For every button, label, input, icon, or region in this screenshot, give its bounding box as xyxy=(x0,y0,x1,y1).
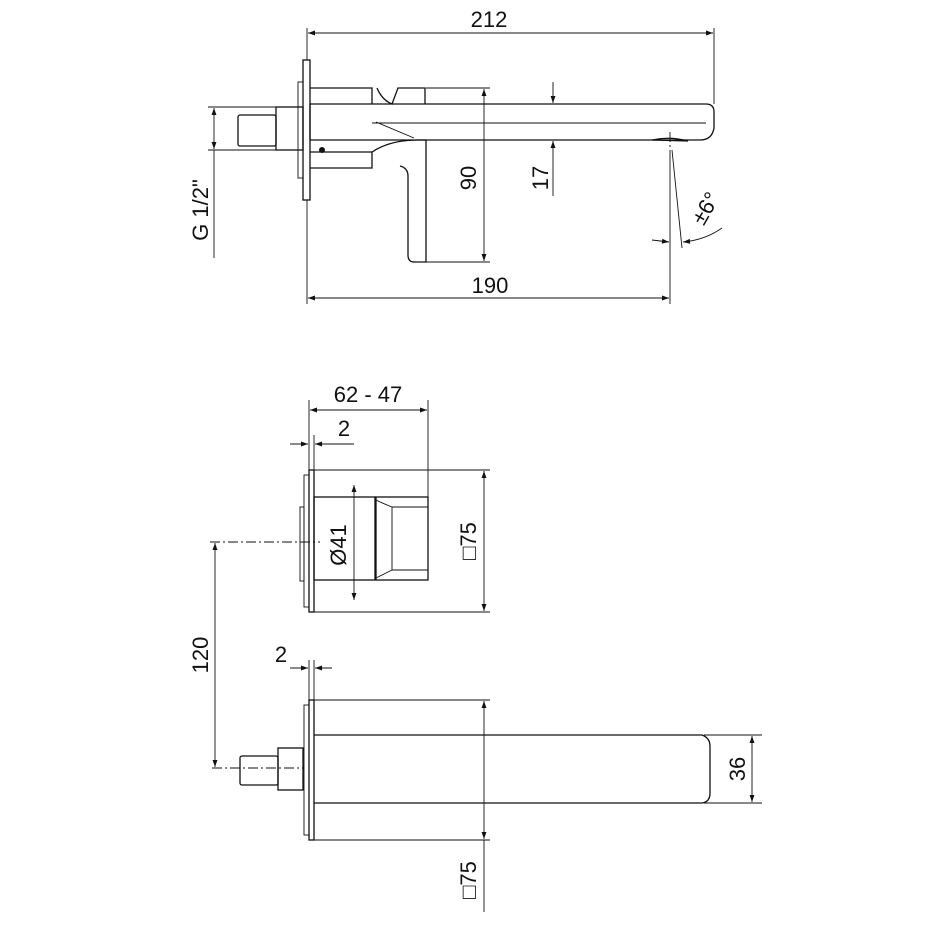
spout xyxy=(314,734,711,804)
spout xyxy=(309,103,715,141)
dim-plate-size: □75 xyxy=(456,861,481,899)
lever-handle xyxy=(371,139,427,263)
valve-body xyxy=(310,87,373,169)
dim-knob-diameter: Ø41 xyxy=(326,524,351,566)
plate-rim xyxy=(297,81,304,179)
dim-spout-width: 36 xyxy=(725,757,750,781)
lever-view: 62 - 47 2 Ø41 □75 xyxy=(210,382,490,613)
dim-spout-height: 17 xyxy=(528,166,553,190)
dim-plate-size: □75 xyxy=(456,522,481,560)
spout-view: 120 2 □75 36 xyxy=(188,543,762,912)
dim-plate-thickness: 2 xyxy=(338,416,350,441)
dim-plate-thickness: 2 xyxy=(275,642,287,667)
dim-height: 90 xyxy=(456,166,481,190)
wall-plate xyxy=(308,469,315,613)
side-view: 212 90 17 190 ±6° G 1/2" xyxy=(188,7,725,304)
wall-plate xyxy=(302,59,311,201)
lever-handle xyxy=(375,496,429,581)
dim-overall-length: 212 xyxy=(471,7,508,32)
set-screw xyxy=(319,147,325,153)
lever-body xyxy=(313,496,376,581)
dim-center-distance: 120 xyxy=(188,637,213,674)
connector-thread xyxy=(237,114,277,147)
lever-top xyxy=(376,87,426,105)
connector-nut xyxy=(277,747,304,791)
wall-plate xyxy=(308,699,315,841)
dim-thread: G 1/2" xyxy=(188,179,213,241)
dim-projection: 190 xyxy=(472,273,509,298)
aerator xyxy=(651,137,689,142)
connector-thread xyxy=(239,755,279,786)
dim-angle: ±6° xyxy=(686,188,724,229)
connector-nut xyxy=(275,106,304,151)
dim-depth-range: 62 - 47 xyxy=(334,382,403,407)
